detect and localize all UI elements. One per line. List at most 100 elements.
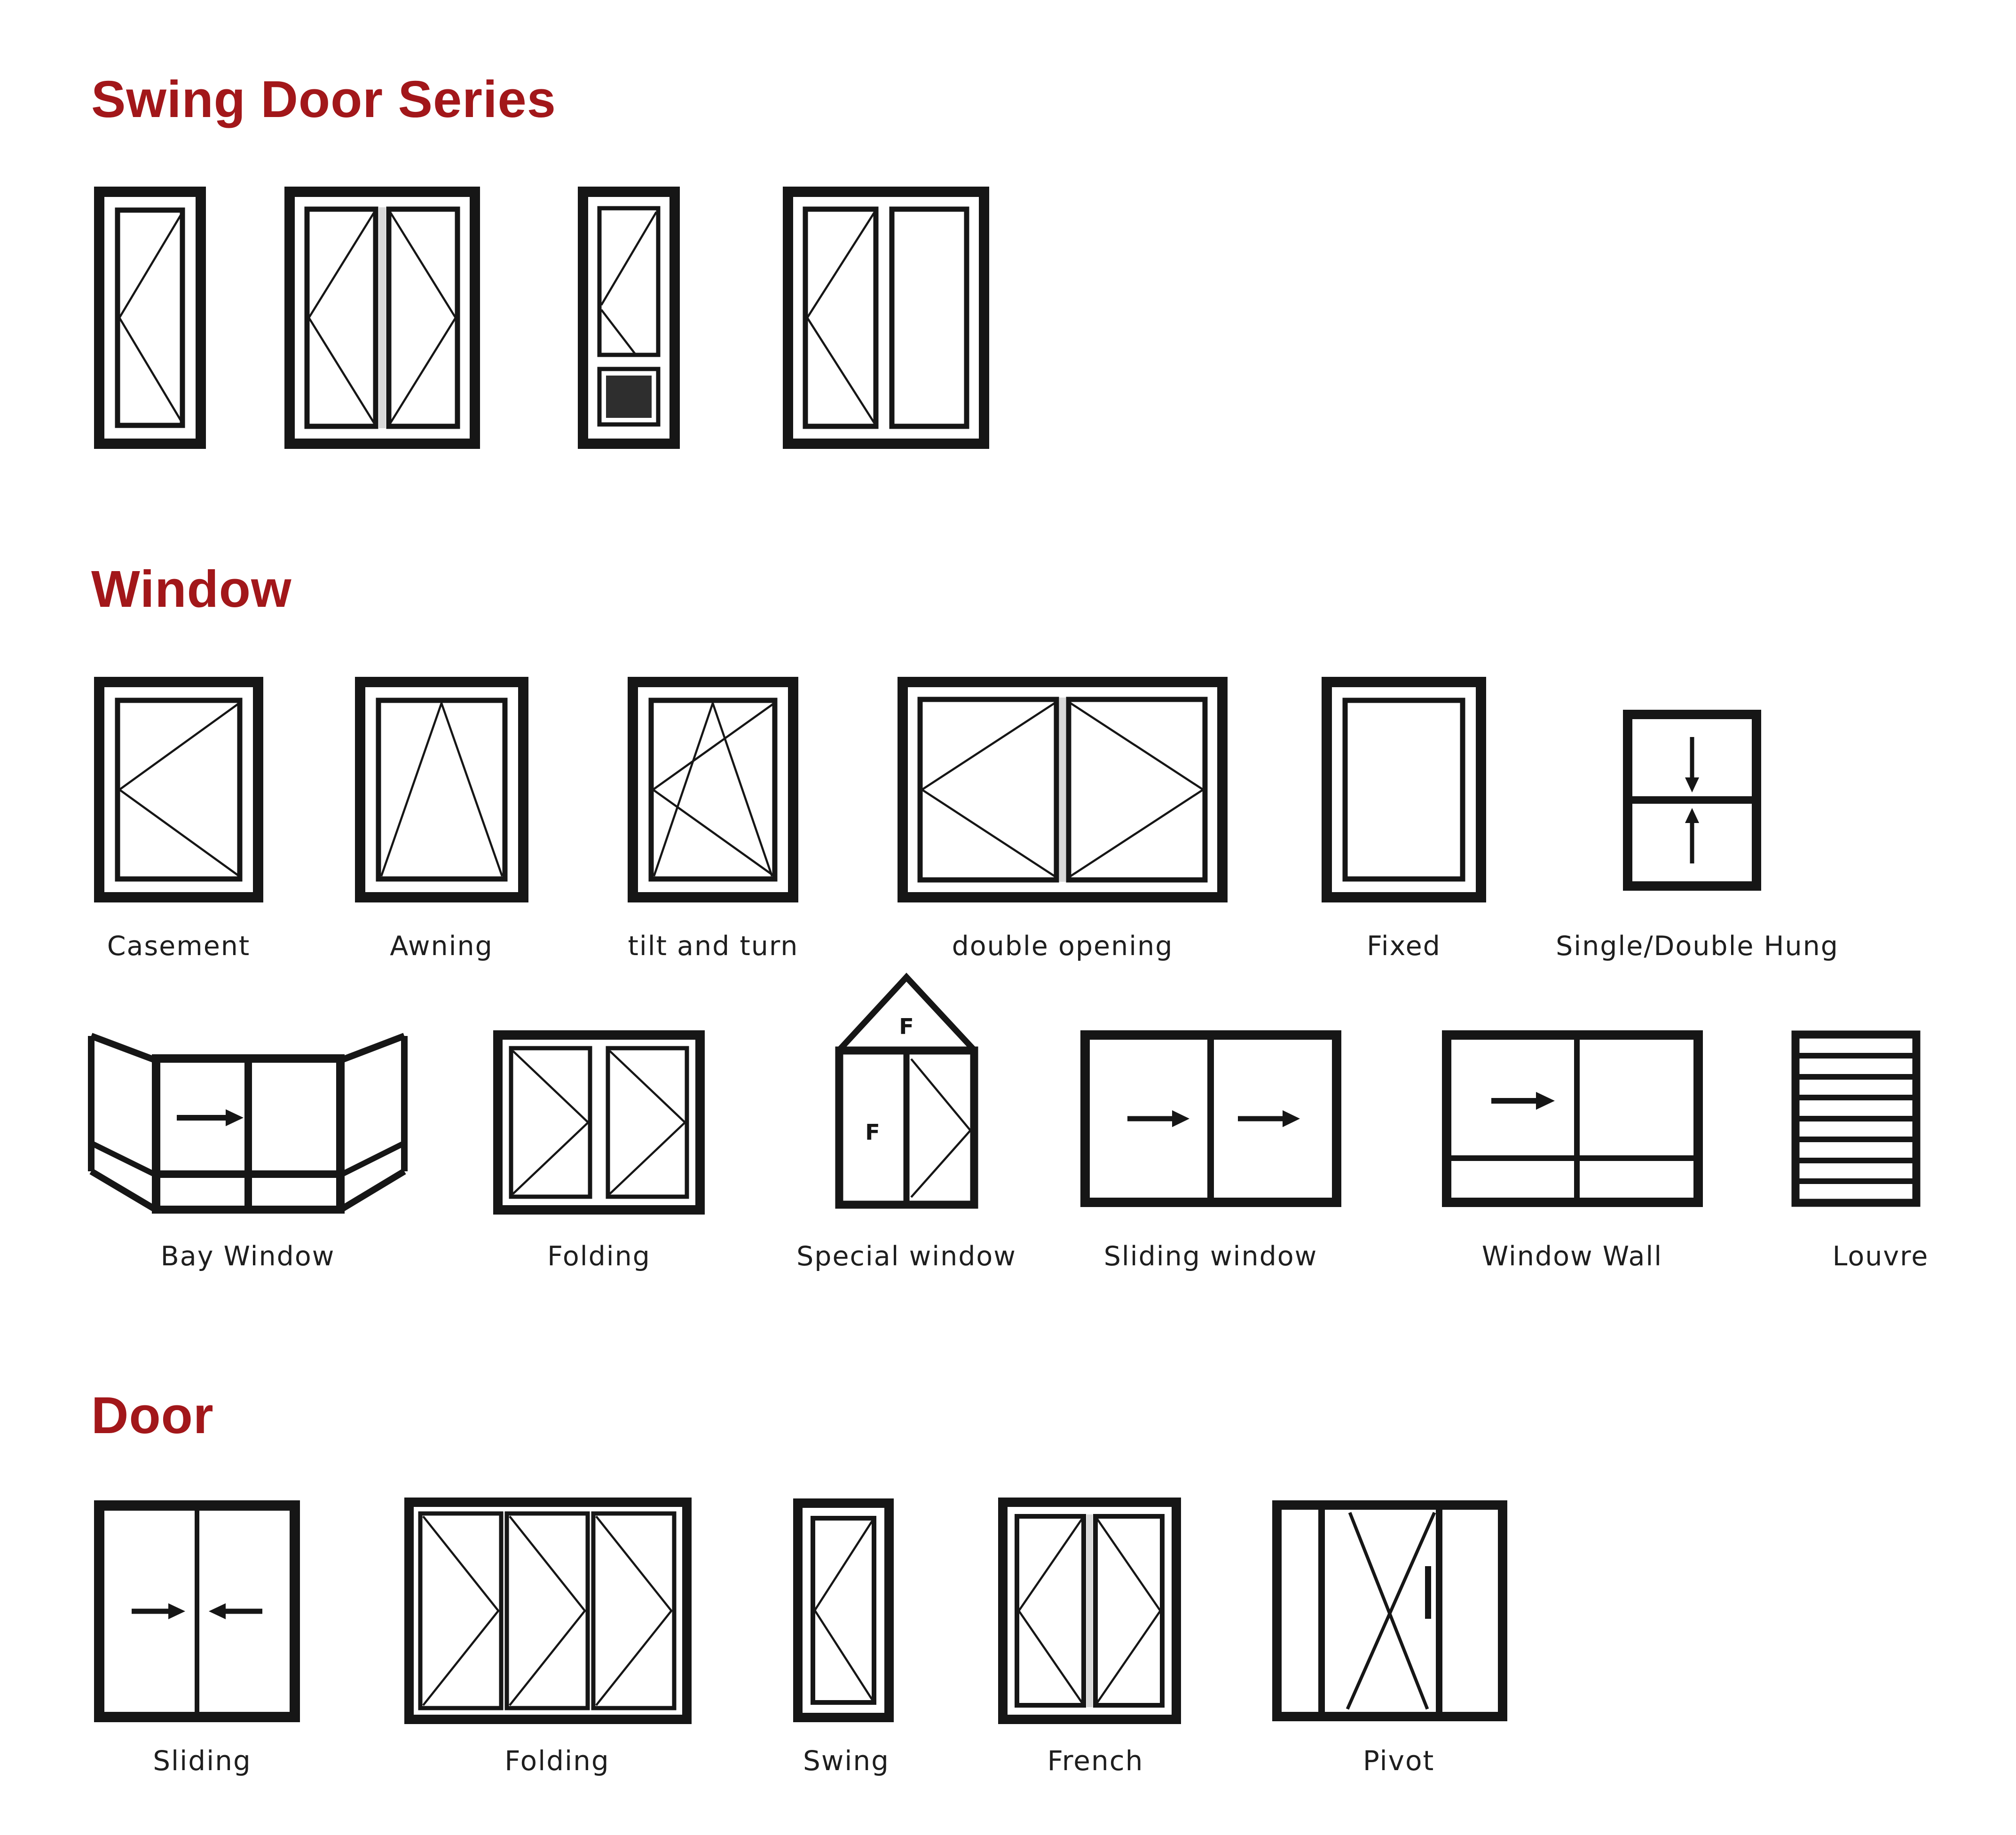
door-title: Door: [91, 1387, 214, 1444]
tilt-direction-lines: [653, 700, 773, 877]
window-sash: [376, 698, 508, 882]
leaf-gap-shadow: [1087, 1514, 1093, 1707]
louvre-slats: [1799, 1053, 1913, 1184]
louvre-label: Louvre: [1832, 1241, 1929, 1272]
single-double-hung-label: Single/Double Hung: [1556, 931, 1839, 962]
hinge-direction-lines: [1096, 1518, 1162, 1703]
fold-direction-lines: [512, 1050, 590, 1195]
door-leaf: [811, 1516, 876, 1705]
casement-direction-lines: [118, 703, 239, 876]
right-arrow-icon: [1127, 1110, 1189, 1127]
hinge-direction-lines: [600, 211, 657, 306]
tilt-and-turn-label: tilt and turn: [628, 931, 799, 962]
door-leaf-right: [386, 206, 460, 429]
window-frame: [94, 677, 263, 902]
door-frame: [284, 187, 480, 449]
louvre-window-diagram: [1791, 1030, 1921, 1207]
swing-door-diagram: [793, 1498, 894, 1722]
window-frame: [1791, 1030, 1921, 1207]
fixed-label: Fixed: [1367, 931, 1441, 962]
hinge-direction-lines: [118, 213, 182, 423]
fold-leaf-3: [591, 1511, 677, 1710]
leaf-gap-shadow: [1059, 698, 1066, 882]
window-frame: [493, 1030, 705, 1215]
bay-center-frame: [152, 1054, 345, 1214]
door-leaf: [803, 206, 879, 429]
window-frame: [898, 677, 1228, 902]
folding-window-label: Folding: [547, 1241, 651, 1272]
fold-direction-lines: [509, 1515, 586, 1706]
pivot-door-diagram: [1272, 1500, 1507, 1721]
fixed-window-diagram: [1322, 677, 1486, 902]
pivot-direction-lines: [1348, 1512, 1429, 1710]
door-frame: [404, 1498, 692, 1724]
fixed-sidelite: [889, 206, 969, 429]
fold-leaf-1: [509, 1046, 592, 1199]
french-door-label: French: [1047, 1745, 1144, 1777]
sliding-window-diagram: [1080, 1030, 1341, 1207]
door-leaf-left: [304, 206, 378, 429]
window-frame: [1080, 1030, 1341, 1207]
hinge-direction-lines: [813, 1520, 873, 1701]
up-arrow-icon: [1685, 808, 1699, 863]
bay-left-wing: [88, 1033, 158, 1213]
swing-door-single-diagram: [94, 187, 206, 449]
right-arrow-icon: [1491, 1092, 1555, 1110]
bay-window-diagram: [85, 1030, 411, 1214]
double-opening-window-diagram: [898, 677, 1228, 902]
door-frame: [793, 1498, 894, 1722]
fold-direction-lines: [422, 1515, 500, 1706]
kick-panel: [606, 376, 652, 418]
casement-direction-lines: [910, 1058, 972, 1198]
special-window-label: Special window: [796, 1241, 1016, 1272]
hinge-direction-lines: [600, 309, 636, 355]
hinge-direction-lines: [806, 212, 875, 423]
fold-direction-lines: [609, 1050, 687, 1195]
window-frame: [1322, 677, 1486, 902]
swing-door-with-panel-diagram: [578, 187, 680, 449]
window-sash: [115, 698, 243, 882]
right-arrow-icon: [177, 1109, 244, 1126]
fold-leaf-1: [418, 1511, 504, 1710]
glass-sash: [597, 206, 661, 357]
pivot-direction-lines: [1346, 1512, 1436, 1710]
casement-label: Casement: [107, 931, 251, 962]
door-frame: [998, 1498, 1181, 1724]
window-wall-label: Window Wall: [1481, 1241, 1663, 1272]
awning-direction-lines: [380, 700, 504, 877]
left-arrow-icon: [209, 1603, 262, 1619]
double-opening-label: double opening: [952, 931, 1173, 962]
awning-window-diagram: [355, 677, 528, 902]
fixed-mark: F: [865, 1120, 880, 1145]
awning-label: Awning: [390, 931, 493, 962]
window-sash-left: [917, 697, 1059, 883]
casement-direction-lines: [1070, 702, 1205, 877]
swing-door-label: Swing: [803, 1745, 890, 1777]
window-title: Window: [91, 560, 292, 618]
french-door-diagram: [998, 1498, 1181, 1724]
window-sash: [648, 698, 778, 882]
single-double-hung-window-diagram: [1623, 710, 1761, 891]
gable-top: [836, 972, 977, 1053]
pivot-door-label: Pivot: [1362, 1745, 1435, 1777]
window-frame: [1623, 710, 1761, 891]
right-arrow-icon: [1238, 1110, 1300, 1127]
window-frame: [835, 1046, 978, 1209]
door-frame: [94, 187, 206, 449]
casement-direction-lines: [651, 703, 774, 876]
folding-window-diagram: [493, 1030, 705, 1215]
sliding-door-diagram: [94, 1500, 300, 1722]
door-leaf-right: [1093, 1514, 1165, 1708]
sliding-window-label: Sliding window: [1103, 1241, 1318, 1272]
kick-panel-frame: [597, 367, 661, 427]
bay-window-label: Bay Window: [160, 1241, 335, 1272]
door-frame: [1272, 1500, 1507, 1721]
window-wall-diagram: [1442, 1030, 1703, 1207]
casement-window-diagram: [94, 677, 263, 902]
bay-right-wing: [339, 1033, 408, 1213]
window-frame: [1442, 1030, 1703, 1207]
folding-door-diagram: [404, 1498, 692, 1724]
window-frame: [628, 677, 798, 902]
special-window-diagram: F F: [835, 971, 978, 1210]
hinge-direction-lines: [1017, 1518, 1083, 1703]
